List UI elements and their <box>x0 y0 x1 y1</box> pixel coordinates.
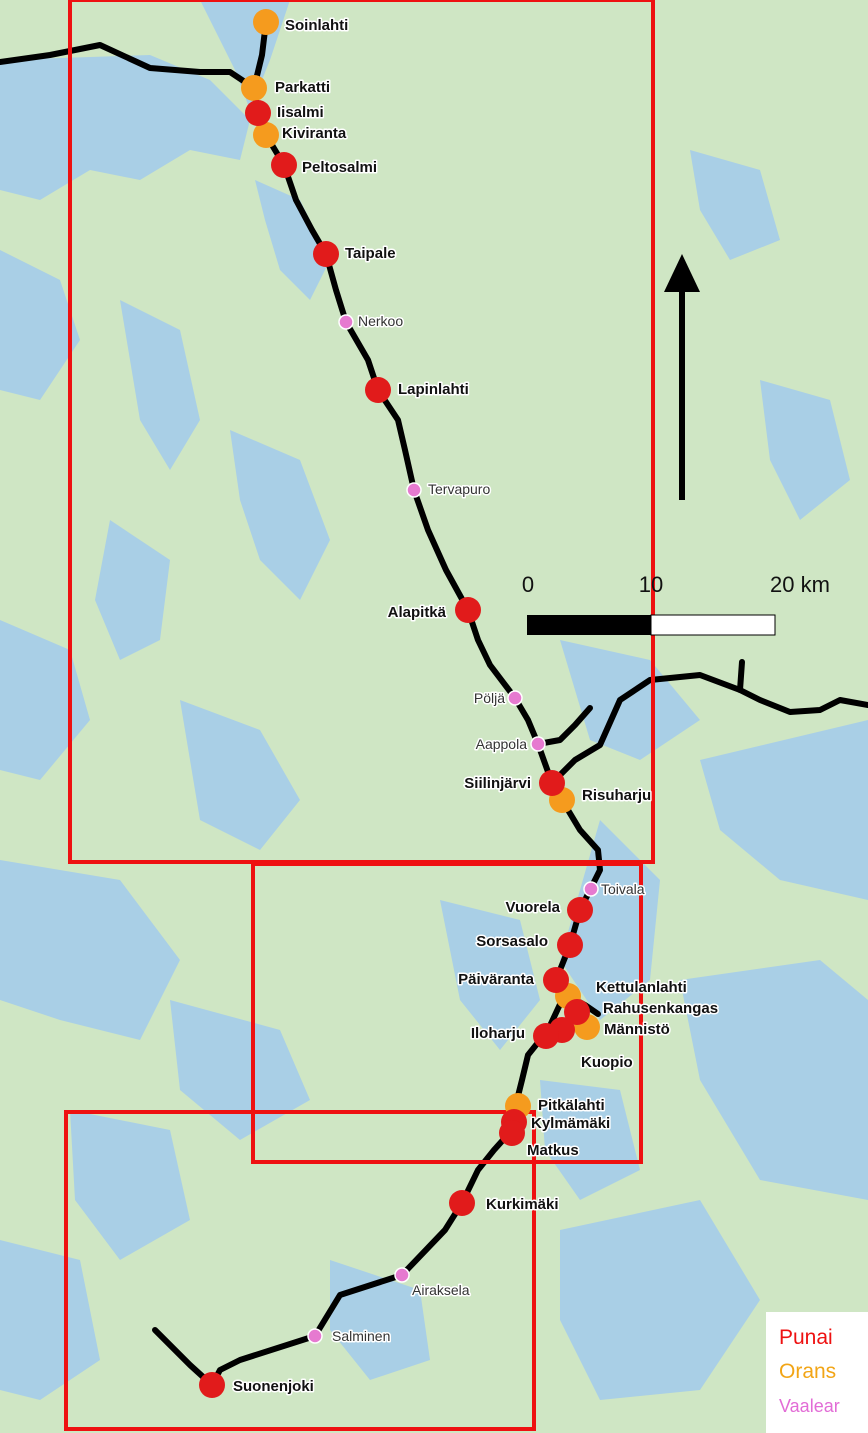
station-marker-suonenjoki[interactable] <box>199 1372 225 1398</box>
rail-west-branch <box>0 42 257 91</box>
station-marker-matkus[interactable] <box>499 1120 525 1146</box>
legend: Punai Orans Vaalear <box>766 1312 868 1433</box>
station-label-kiviranta: Kiviranta <box>282 125 347 142</box>
station-label-kuopio: Kuopio <box>581 1054 633 1071</box>
coverage-frames <box>64 0 655 1431</box>
station-marker-rahusenkangas[interactable] <box>564 999 590 1025</box>
station-marker-kiviranta[interactable] <box>253 122 279 148</box>
station-marker-toivala[interactable] <box>583 881 599 897</box>
scale-label-10: 10 <box>639 572 663 597</box>
station-marker-kurkimaki[interactable] <box>449 1190 475 1216</box>
labels-layer: SoinlahtiParkattiIisalmiKivirantaPeltosa… <box>232 16 720 1397</box>
station-label-kurkimaki: Kurkimäki <box>486 1196 559 1213</box>
station-label-polja: Pöljä <box>474 690 505 706</box>
legend-item-red: Punai <box>779 1326 833 1349</box>
station-marker-paivaranta[interactable] <box>543 967 569 993</box>
rail-east-branch <box>549 672 868 786</box>
station-label-alapitka: Alapitkä <box>388 604 447 621</box>
station-label-sorsasalo: Sorsasalo <box>476 933 548 950</box>
station-marker-alapitka[interactable] <box>455 597 481 623</box>
station-marker-soinlahti[interactable] <box>253 9 279 35</box>
station-label-nerkoo: Nerkoo <box>358 313 403 329</box>
station-label-kylmamaki: Kylmämäki <box>531 1115 610 1132</box>
station-label-tervapuro: Tervapuro <box>428 481 490 497</box>
station-marker-sorsasalo[interactable] <box>557 932 583 958</box>
station-marker-nerkoo[interactable] <box>338 314 354 330</box>
station-marker-polja[interactable] <box>507 690 523 706</box>
stations-layer <box>199 9 600 1398</box>
scale-bar: 0 10 20 km <box>522 572 830 636</box>
station-label-risuharju: Risuharju <box>582 787 651 804</box>
station-marker-aappola[interactable] <box>530 736 546 752</box>
station-marker-airaksela[interactable] <box>394 1267 410 1283</box>
station-label-vuorela: Vuorela <box>506 899 561 916</box>
rail-suonenjoki-west <box>152 1327 215 1388</box>
station-label-peltosalmi: Peltosalmi <box>302 159 377 176</box>
frame-south <box>64 1110 536 1431</box>
station-label-rahusenkangas: Rahusenkangas <box>603 1000 718 1017</box>
station-marker-siilinjarvi[interactable] <box>539 770 565 796</box>
station-label-kettulanlahti: Kettulanlahti <box>596 979 687 996</box>
station-label-lapinlahti: Lapinlahti <box>398 381 469 398</box>
station-label-matkus: Matkus <box>527 1142 579 1159</box>
scale-bar-black-segment <box>527 615 651 635</box>
legend-item-orange: Orans <box>779 1360 836 1383</box>
station-label-siilinjarvi: Siilinjärvi <box>464 775 531 792</box>
frame-middle <box>251 862 643 1164</box>
station-label-soinlahti: Soinlahti <box>285 17 348 34</box>
station-label-mannisto: Männistö <box>604 1021 670 1038</box>
station-marker-vuorela[interactable] <box>567 897 593 923</box>
scale-label-0: 0 <box>522 572 534 597</box>
station-marker-parkatti[interactable] <box>241 75 267 101</box>
station-label-toivala: Toivala <box>601 881 645 897</box>
station-label-parkatti: Parkatti <box>275 79 330 96</box>
station-marker-taipale[interactable] <box>313 241 339 267</box>
station-label-airaksela: Airaksela <box>412 1282 470 1298</box>
station-marker-salminen[interactable] <box>307 1328 323 1344</box>
scale-label-20-km: 20 km <box>770 572 830 597</box>
station-label-iloharju: Iloharju <box>471 1025 525 1042</box>
station-label-paivaranta: Päiväranta <box>458 971 535 988</box>
station-label-pitkalahti: Pitkälahti <box>538 1097 605 1114</box>
north-arrow-icon <box>664 254 700 500</box>
rail-east-spur <box>737 659 745 693</box>
station-label-iisalmi: Iisalmi <box>277 104 324 121</box>
legend-item-pink: Vaalear <box>779 1396 840 1416</box>
station-marker-iisalmi[interactable] <box>245 100 271 126</box>
station-label-aappola: Aappola <box>476 736 528 752</box>
station-label-salminen: Salminen <box>332 1328 390 1344</box>
station-marker-iloharju[interactable] <box>533 1023 559 1049</box>
station-label-suonenjoki: Suonenjoki <box>233 1378 314 1395</box>
station-label-taipale: Taipale <box>345 245 396 262</box>
station-marker-peltosalmi[interactable] <box>271 152 297 178</box>
station-marker-lapinlahti[interactable] <box>365 377 391 403</box>
station-marker-tervapuro[interactable] <box>406 482 422 498</box>
scale-bar-white-segment <box>650 614 776 636</box>
rail-siilinjarvi-loop <box>535 705 593 747</box>
